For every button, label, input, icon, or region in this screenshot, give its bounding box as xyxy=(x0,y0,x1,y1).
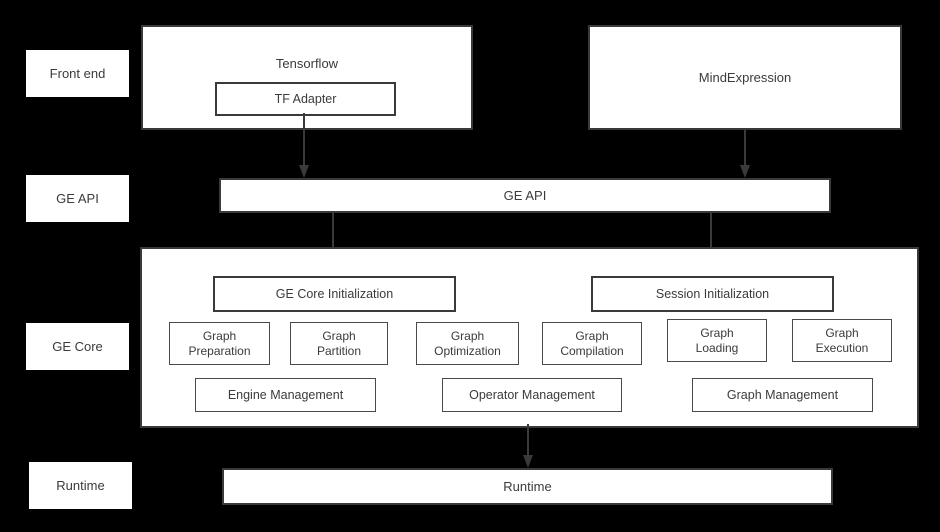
arrow-shaft xyxy=(744,130,746,165)
layer-label-front-end: Front end xyxy=(26,50,129,97)
graph-preparation-box[interactable]: Graph Preparation xyxy=(169,322,270,365)
layer-label-ge-core-text: GE Core xyxy=(52,338,103,354)
arrow-mindexpression-to-ge-api xyxy=(740,130,750,178)
session-initialization-box[interactable]: Session Initialization xyxy=(591,276,834,312)
arrow-head xyxy=(299,165,309,178)
tensorflow-box[interactable]: Tensorflow TF Adapter xyxy=(141,25,473,130)
arrow-shaft xyxy=(527,424,529,455)
layer-label-ge-api-text: GE API xyxy=(56,190,99,206)
graph-management-box[interactable]: Graph Management xyxy=(692,378,873,412)
layer-label-ge-core: GE Core xyxy=(26,323,129,370)
mindexpression-box[interactable]: MindExpression xyxy=(588,25,902,130)
graph-optimization-box[interactable]: Graph Optimization xyxy=(416,322,519,365)
session-initialization-label: Session Initialization xyxy=(655,286,770,301)
engine-management-label: Engine Management xyxy=(227,387,344,402)
tensorflow-label: Tensorflow xyxy=(275,56,339,71)
layer-label-runtime-text: Runtime xyxy=(56,477,105,493)
arrow-shaft xyxy=(332,213,334,261)
graph-partition-label: Graph Partition xyxy=(316,329,362,358)
operator-management-label: Operator Management xyxy=(469,387,595,402)
ge-core-container: GE Core Initialization Session Initializ… xyxy=(140,247,919,428)
arrow-tf-adapter-to-ge-api xyxy=(299,113,309,178)
graph-preparation-label: Graph Preparation xyxy=(188,329,251,358)
operator-management-box[interactable]: Operator Management xyxy=(442,378,622,412)
arrow-head xyxy=(523,455,533,468)
layer-label-runtime: Runtime xyxy=(29,462,132,509)
graph-optimization-label: Graph Optimization xyxy=(434,329,501,358)
ge-core-initialization-box[interactable]: GE Core Initialization xyxy=(213,276,456,312)
layer-label-front-end-text: Front end xyxy=(49,65,106,81)
graph-execution-label: Graph Execution xyxy=(815,326,869,355)
layer-label-ge-api: GE API xyxy=(26,175,129,222)
tf-adapter-box[interactable]: TF Adapter xyxy=(215,82,396,116)
arrow-ge-core-to-runtime xyxy=(523,424,533,468)
graph-loading-box[interactable]: Graph Loading xyxy=(667,319,767,362)
graph-management-label: Graph Management xyxy=(726,387,839,402)
graph-partition-box[interactable]: Graph Partition xyxy=(290,322,388,365)
runtime-bar[interactable]: Runtime xyxy=(222,468,833,505)
arrow-shaft xyxy=(303,113,305,165)
mindexpression-label: MindExpression xyxy=(698,69,792,85)
arrow-shaft xyxy=(710,213,712,261)
graph-compilation-label: Graph Compilation xyxy=(560,329,624,358)
ge-api-bar-label: GE API xyxy=(503,187,547,203)
ge-api-bar[interactable]: GE API xyxy=(219,178,831,213)
tf-adapter-label: TF Adapter xyxy=(274,91,337,106)
graph-loading-label: Graph Loading xyxy=(695,326,739,355)
engine-management-box[interactable]: Engine Management xyxy=(195,378,376,412)
graph-compilation-box[interactable]: Graph Compilation xyxy=(542,322,642,365)
graph-execution-box[interactable]: Graph Execution xyxy=(792,319,892,362)
arrow-head xyxy=(740,165,750,178)
runtime-bar-label: Runtime xyxy=(503,478,552,494)
ge-core-initialization-label: GE Core Initialization xyxy=(275,286,394,301)
